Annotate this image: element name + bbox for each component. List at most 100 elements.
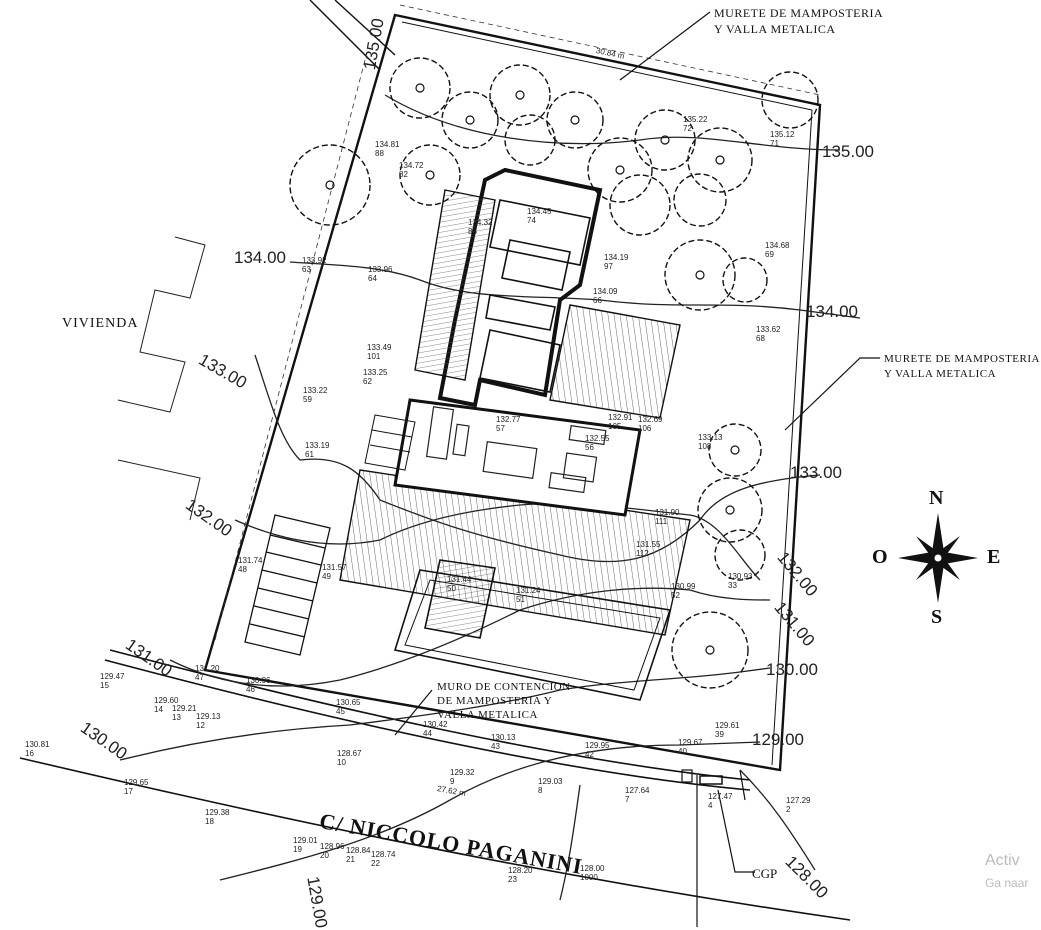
compass-west: O [872,546,888,568]
survey-point-elevation: 133.22 [303,386,328,395]
survey-point-number: 48 [238,565,247,574]
survey-point-number: 45 [336,707,345,716]
gate-box [681,769,693,783]
survey-point-elevation: 132.55 [585,434,610,443]
survey-point-elevation: 130.99 [671,582,696,591]
survey-point-elevation: 134.81 [375,140,400,149]
activation-watermark-sub: Ga naar [985,876,1029,890]
survey-point-elevation: 135.12 [770,130,795,139]
survey-point-elevation: 128.84 [346,846,371,855]
survey-point-elevation: 128.20 [508,866,533,875]
contour-label-134-left: 134.00 [234,248,286,267]
terraces [339,189,691,636]
survey-point-number: 20 [320,851,329,860]
survey-point-number: 2 [786,805,791,814]
survey-point-elevation: 132.91 [608,413,633,422]
cgp-label: CGP [752,866,778,881]
survey-point-elevation: 134.68 [765,241,790,250]
survey-point-elevation: 129.32 [450,768,475,777]
survey-point-elevation: 128.67 [337,749,362,758]
survey-point-number: 43 [491,742,500,751]
survey-point-elevation: 129.60 [154,696,179,705]
survey-point-elevation: 134.45 [527,207,552,216]
survey-point-number: 33 [728,581,737,590]
compass-north: N [929,487,944,509]
bottom-callout-line2: DE MAMPOSTERIA Y [437,695,553,707]
compass-rose-icon [898,513,978,603]
survey-point-elevation: 129.65 [124,778,149,787]
survey-point-number: 46 [246,685,255,694]
tree-canopies [289,57,819,689]
survey-point-number: 68 [756,334,765,343]
survey-point-elevation: 133.92 [302,256,327,265]
survey-point-elevation: 129.03 [538,777,563,786]
survey-point-elevation: 133.49 [367,343,392,352]
survey-point-number: 9 [450,777,455,786]
activation-watermark: Activ [985,852,1020,869]
survey-point-elevation: 130.96 [246,676,271,685]
pool [393,559,672,701]
survey-point-elevation: 130.81 [25,740,50,749]
survey-point-number: 112 [636,549,649,558]
service-lines [696,769,746,927]
survey-point-elevation: 129.67 [678,738,703,747]
survey-point-number: 23 [508,875,517,884]
contour-label-135-right: 135.00 [822,142,874,161]
property-boundary [203,13,822,772]
survey-point-number: 18 [205,817,214,826]
callout-leaders [394,11,880,873]
tree-trunks [325,83,740,655]
survey-point-elevation: 131.90 [655,508,680,517]
survey-point-elevation: 133.96 [368,265,393,274]
furniture [425,406,607,494]
survey-point-elevation: 133.25 [363,368,388,377]
contour-label-134-right: 134.00 [806,302,858,321]
survey-point-number: 72 [683,124,692,133]
survey-point-number: 74 [527,216,536,225]
survey-point-number: 97 [604,262,613,271]
survey-point-number: 17 [124,787,133,796]
contour-label-133-right: 133.00 [790,463,842,482]
survey-point-number: 15 [100,681,109,690]
survey-point-number: 4 [708,801,713,810]
survey-point-number: 61 [305,450,314,459]
survey-point-number: 52 [671,591,680,600]
survey-point-number: 42 [585,750,594,759]
survey-point-elevation: 129.13 [196,712,221,721]
survey-point-number: 69 [765,250,774,259]
survey-point-number: 12 [196,721,205,730]
survey-point-number: 71 [770,139,779,148]
survey-point-elevation: 129.38 [205,808,230,817]
survey-point-elevation: 131.57 [322,563,347,572]
survey-point-number: 49 [322,572,331,581]
survey-point-elevation: 127.64 [625,786,650,795]
